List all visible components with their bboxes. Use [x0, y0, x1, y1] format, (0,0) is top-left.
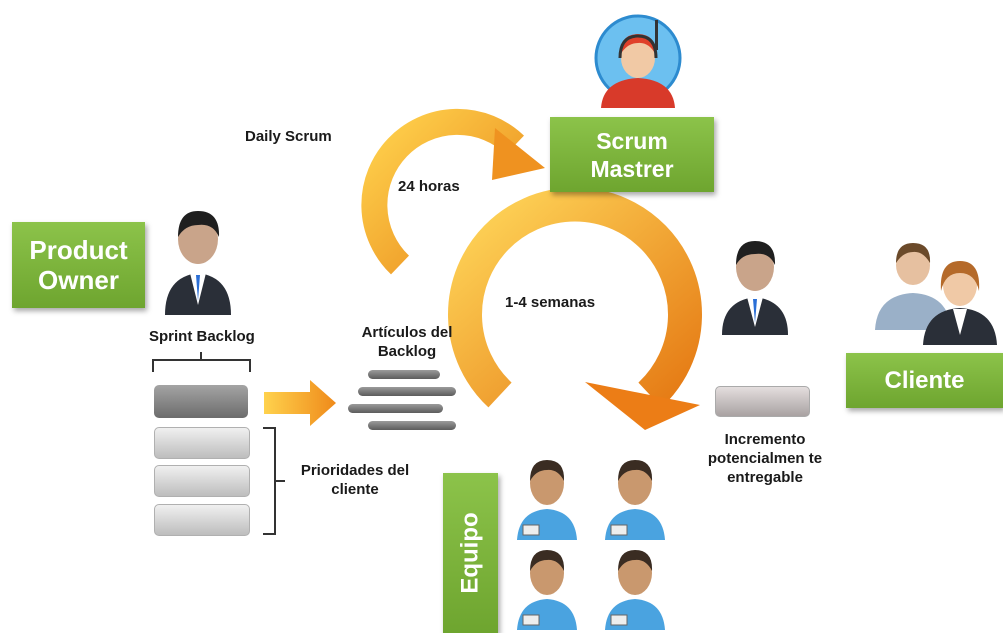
client-couple-icon	[875, 243, 997, 345]
horas-label: 24 horas	[398, 178, 460, 195]
sprint-backlog-block	[154, 504, 250, 536]
semanas-label: 1-4 semanas	[505, 294, 596, 311]
articulos-label: Artículos del Backlog	[361, 324, 453, 360]
scrum-master-label: Scrum Mastrer	[590, 127, 674, 182]
cliente-label: Cliente	[884, 366, 965, 394]
incremento-label: Incremento potencialmen te entregable	[707, 431, 823, 486]
daily-scrum-label: Daily Scrum	[245, 128, 332, 145]
cliente-box: Cliente	[846, 353, 1003, 408]
equipo-label: Equipo	[456, 512, 484, 594]
team-member-icon	[605, 550, 665, 630]
sprint-backlog-block-selected	[154, 385, 248, 418]
scrum-master-headset-icon	[594, 14, 682, 108]
backlog-item-bar	[358, 387, 456, 396]
sprint-backlog-block	[154, 465, 250, 497]
team-member-icon	[517, 460, 577, 540]
sprint-backlog-block	[154, 427, 250, 459]
increment-block	[715, 386, 810, 417]
scrum-master-box: Scrum Mastrer	[550, 117, 714, 192]
team-member-icon	[605, 460, 665, 540]
person-icon	[165, 211, 231, 315]
person-icon	[722, 241, 788, 335]
equipo-box: Equipo	[443, 473, 498, 633]
backlog-item-bar	[348, 404, 443, 413]
team-member-icon	[517, 550, 577, 630]
backlog-item-bar	[368, 370, 440, 379]
product-owner-box: Product Owner	[12, 222, 145, 308]
product-owner-label: Product Owner	[29, 235, 128, 295]
prioridades-label: Prioridades del cliente	[300, 462, 410, 498]
backlog-item-bar	[368, 421, 456, 430]
sprint-backlog-label: Sprint Backlog	[149, 328, 255, 345]
